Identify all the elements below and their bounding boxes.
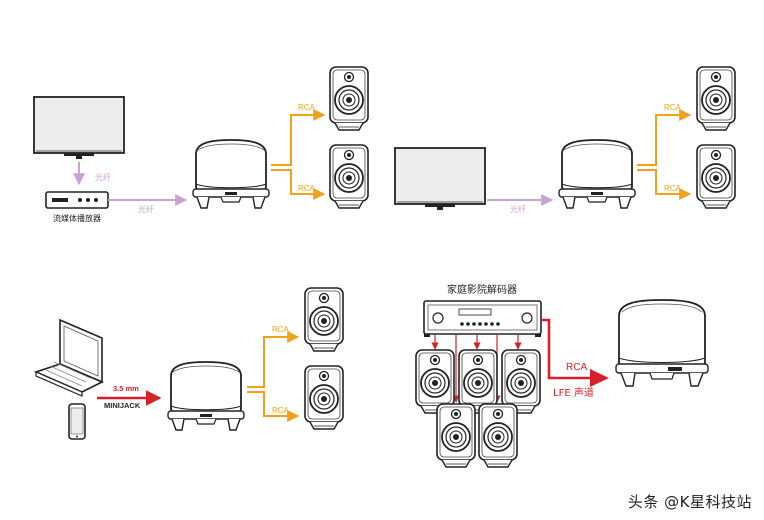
rca-top-label: RCA [664, 103, 682, 112]
optical-vertical-label: 光纤 [95, 172, 111, 182]
speaker-icon [304, 365, 344, 430]
subwoofer-icon [558, 139, 636, 209]
minijack-label-bottom: MINIJACK [104, 401, 141, 410]
speaker-icon [329, 144, 369, 209]
speaker-icon [304, 287, 344, 352]
speaker-icon [696, 66, 736, 131]
rca-arrow-top [637, 109, 692, 166]
player-label: 流媒体播放器 [53, 213, 101, 223]
rca-label: RCA [566, 362, 587, 373]
speaker-icon [478, 403, 518, 468]
lfe-arrow-line [541, 318, 592, 380]
phone-icon [68, 403, 86, 440]
rca-top-label: RCA [272, 325, 290, 334]
speaker-icon [696, 144, 736, 209]
rca-arrow-top [247, 331, 300, 388]
lfe-label: LFE 声道 [553, 386, 594, 399]
minijack-label-top: 3.5 mm [113, 384, 139, 393]
rca-bottom-label: RCA [272, 406, 290, 415]
subwoofer-icon [192, 139, 270, 209]
diagram-top-right: 光纤 RCA RCA [394, 66, 736, 214]
rca-arrow-bottom [247, 391, 300, 422]
rca-arrow-bottom [271, 169, 326, 200]
rca-arrow-top [271, 109, 326, 166]
lfe-arrow-head [590, 369, 609, 387]
streaming-player-icon [45, 191, 109, 209]
optical-label: 光纤 [138, 204, 154, 214]
diagram-top-left: 光纤 流媒体播放器 光纤 RCA RCA [33, 66, 369, 223]
speaker-icon [329, 66, 369, 131]
diagram-bottom-left: 3.5 mm MINIJACK RCA RCA [33, 287, 344, 440]
subwoofer-icon [615, 299, 709, 387]
tv-icon [33, 96, 125, 160]
tv-icon [394, 147, 486, 211]
rca-top-label: RCA [298, 103, 316, 112]
laptop-icon [33, 318, 104, 397]
av-receiver-icon [423, 300, 542, 337]
subwoofer-icon [167, 361, 245, 431]
rca-bottom-label: RCA [298, 184, 316, 193]
speaker-icon [436, 403, 476, 468]
receiver-label: 家庭影院解码器 [447, 283, 517, 296]
optical-label: 光纤 [510, 204, 526, 214]
diagram-bottom-right: 家庭影院解码器 RCA [415, 283, 709, 468]
watermark: 头条 @K星科技站 [627, 493, 752, 511]
rca-arrow-bottom [637, 169, 692, 200]
rca-bottom-label: RCA [664, 184, 682, 193]
